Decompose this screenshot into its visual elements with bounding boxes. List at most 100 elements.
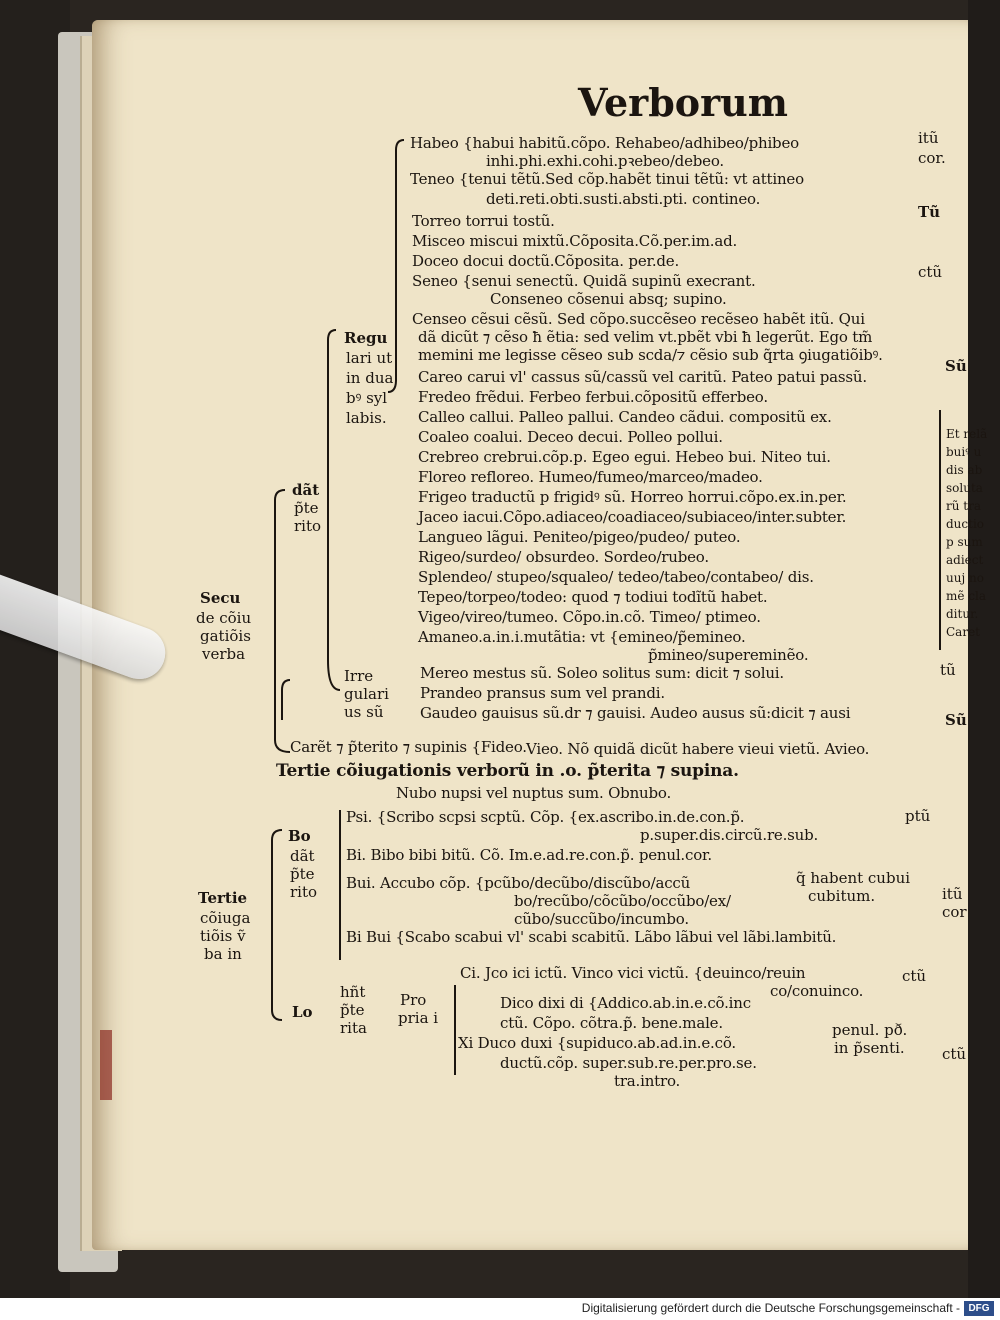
label-propria-2: pria i	[398, 1009, 439, 1027]
label-propria-1: Pro	[400, 991, 427, 1009]
note-et-12: Caret	[946, 625, 980, 639]
note-ctum-3: ctũ	[942, 1045, 967, 1063]
text-line-47: ductũ.cõp. super.sub.re.per.pro.se.	[500, 1054, 757, 1072]
label-irre-2: gulari	[344, 685, 389, 703]
text-line-23: Splendeo/ stupeo/squaleo/ tedeo/tabeo/co…	[418, 568, 814, 586]
note-itum2-2: cor	[942, 903, 967, 921]
text-line-25: Vigeo/vireo/tumeo. Cõpo.in.cõ. Timeo/ pt…	[418, 608, 761, 626]
note-tum-2: tũ	[940, 661, 956, 679]
note-et-3: dis ab	[946, 463, 983, 477]
text-line-35: Psi. {Scribo scpsi scptũ. Cõp. {ex.ascri…	[346, 808, 745, 826]
text-line-43: co/conuinco.	[770, 982, 864, 1000]
label-hnt-3: rita	[340, 1019, 367, 1037]
label-bo-3: p̃te	[290, 865, 315, 883]
note-et-1: Et relã	[946, 427, 988, 441]
text-line-16: Coaleo coalui. Deceo decui. Polleo pollu…	[418, 428, 723, 446]
dfg-logo: DFG	[964, 1301, 994, 1316]
note-et-10: mẽ cla	[946, 589, 987, 603]
label-secunde-3: gatiõis	[200, 627, 251, 645]
book-cover-right	[968, 0, 1000, 1298]
red-bookmark	[100, 1030, 112, 1100]
text-line-3: Teneo {tenui tẽtũ.Sed cõp.habẽt tinui tẽ…	[410, 170, 804, 188]
label-regu-1: Regu	[344, 329, 388, 347]
text-line-13: Careo carui vl' cassus sũ/cassũ vel cari…	[418, 368, 867, 386]
note-sum-2: Sũ	[945, 711, 967, 729]
label-regu-3: in dua	[346, 369, 394, 387]
text-line-46: Xi Duco duxi {supiduco.ab.ad.in.e.cõ.	[458, 1034, 736, 1052]
text-line-34: Nubo nupsi vel nuptus sum. Obnubo.	[396, 784, 672, 802]
note-cubui-2: cubitum.	[808, 887, 876, 905]
label-hnt-1: hñt	[340, 983, 366, 1001]
label-bo-1: Bo	[288, 827, 311, 845]
note-penul-1: penul. pð.	[832, 1021, 908, 1039]
text-line-38: Bui. Accubo cõp. {pcũbo/decũbo/discũbo/a…	[346, 874, 691, 892]
note-et-8: adiect	[946, 553, 984, 567]
note-cubui-1: q̃ habent cubui	[796, 869, 911, 887]
text-line-21: Langueo lãgui. Peniteo/pigeo/pudeo/ pute…	[418, 528, 741, 546]
text-line-1: Habeo {habui habitũ.cõpo. Rehabeo/adhibe…	[410, 134, 799, 152]
text-line-36: p.super.dis.circũ.re.sub.	[640, 826, 819, 844]
label-dant-1: dãt	[292, 481, 320, 499]
footer-credit: Digitalisierung gefördert durch die Deut…	[581, 1301, 960, 1315]
note-ctum-2: ctũ	[902, 967, 927, 985]
note-itum2-1: itũ	[942, 885, 963, 903]
label-tertie-2: cõiuga	[200, 909, 251, 927]
text-line-24: Tepeo/torpeo/todeo: quod ⁊ todiui todĩtũ…	[418, 588, 768, 606]
label-irre-1: Irre	[344, 667, 374, 685]
text-line-12: memini me legisse cẽseo sub scda/⁊ cẽsio…	[418, 346, 883, 364]
footer-bar: Digitalisierung gefördert durch die Deut…	[0, 1298, 1000, 1320]
label-tertie-1: Tertie	[198, 889, 248, 907]
note-sum-1: Sũ	[945, 357, 967, 375]
text-line-28: Mereo mestus sũ. Soleo solitus sum: dici…	[420, 664, 784, 682]
text-line-45: ctũ. Cõpo. cõtra.p̃. bene.male.	[500, 1014, 723, 1032]
note-itum-1: itũ	[918, 129, 939, 147]
label-lo: Lo	[292, 1003, 313, 1021]
note-et-relatiua: Et relã buiꝰ u dis ab soluta rũ tra duct…	[946, 425, 987, 641]
note-et-4: soluta	[946, 481, 983, 495]
text-line-37: Bi. Bibo bibi bitũ. Cõ. Im.e.ad.re.con.p…	[346, 846, 712, 864]
note-et-2: buiꝰ u	[946, 445, 982, 459]
text-line-17: Crebreo crebrui.cõp.p. Egeo egui. Hebeo …	[418, 448, 831, 466]
text-line-22: Rigeo/surdeo/ obsurdeo. Sordeo/rubeo.	[418, 548, 709, 566]
text-line-27: p̃mineo/supereminẽo.	[648, 646, 809, 664]
label-bo-2: dãt	[290, 847, 315, 865]
text-line-7: Doceo docui doctũ.Cõposita. per.de.	[412, 252, 680, 270]
label-secunde-4: verba	[202, 645, 246, 663]
text-line-8: Seneo {senui senectũ. Quidã supinũ execr…	[412, 272, 756, 290]
note-ptum: ptũ	[905, 807, 931, 825]
label-secunde-1: Secu	[200, 589, 241, 607]
label-dant-3: rito	[294, 517, 322, 535]
label-regu-5: labis.	[346, 409, 387, 427]
label-regu-4: bꝰ syl	[346, 389, 388, 407]
page-heading: Verborum	[578, 80, 788, 125]
note-penul-2: in p̃senti.	[834, 1039, 905, 1057]
label-tertie-4: ba in	[204, 945, 242, 963]
note-ctum: ctũ	[918, 263, 943, 281]
text-line-15: Calleo callui. Palleo pallui. Candeo cãd…	[418, 408, 832, 426]
note-et-6: ductio	[946, 517, 985, 531]
text-line-9: Conseneo cõsenui absq; supino.	[490, 290, 727, 308]
text-line-33: Tertie cõiugationis verborũ in .o. p̃ter…	[276, 761, 739, 781]
label-irre-3: us sũ	[344, 703, 384, 721]
text-line-14: Fredeo frẽdui. Ferbeo ferbui.cõpositũ ef…	[418, 388, 768, 406]
note-itum-2: cor.	[918, 149, 946, 167]
text-line-48: tra.intro.	[614, 1072, 681, 1090]
label-secunde-2: de cõiu	[196, 609, 252, 627]
text-line-41: Bi Bui {Scabo scabui vl' scabi scabitũ. …	[346, 928, 837, 946]
text-line-4: deti.reti.obti.susti.absti.pti. contineo…	[486, 190, 761, 208]
text-line-42: Ci. Jco ici ictũ. Vinco vici victũ. {deu…	[460, 964, 806, 982]
text-line-26: Amaneo.a.in.i.mutãtia: vt {emineo/p̃emin…	[418, 628, 746, 646]
note-et-9: uuj no	[946, 571, 984, 585]
text-line-39: bo/recũbo/cõcũbo/occũbo/ex/	[514, 892, 731, 910]
text-line-40: cũbo/succũbo/incumbo.	[514, 910, 689, 928]
text-line-6: Misceo miscui mixtũ.Cõposita.Cõ.per.im.a…	[412, 232, 738, 250]
text-line-11: dã dicũt ⁊ cẽso ħ ẽtia: sed velim vt.pbẽ…	[418, 328, 873, 346]
text-line-18: Floreo refloreo. Humeo/fumeo/marceo/made…	[418, 468, 763, 486]
label-tertie-3: tiõis ṽ	[200, 927, 246, 945]
text-line-19: Frigeo traductũ p frigidꝰ sũ. Horreo hor…	[418, 488, 847, 506]
book-page	[92, 20, 980, 1250]
label-hnt-2: p̃te	[340, 1001, 365, 1019]
note-et-7: p sum	[946, 535, 983, 549]
label-dant-2: p̃te	[294, 499, 319, 517]
